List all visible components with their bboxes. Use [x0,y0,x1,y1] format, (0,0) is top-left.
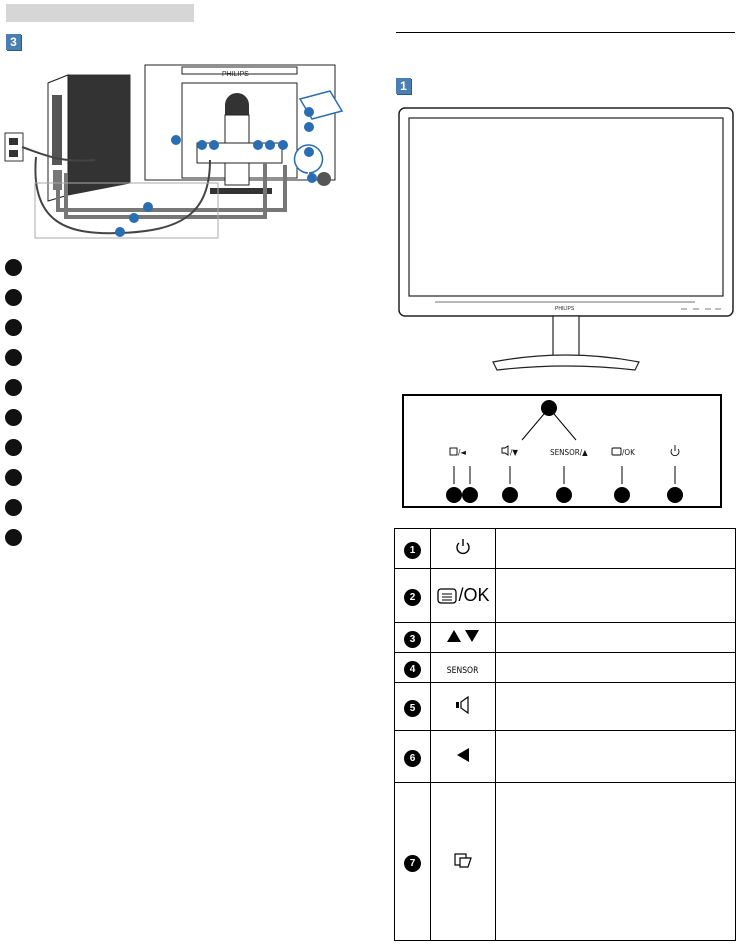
row-number: 1 [404,542,421,559]
legend-bullet [5,499,22,516]
diagram-markers [115,107,317,237]
table-row: 1 [394,528,736,569]
row-number: 6 [404,750,421,767]
up-down-arrows-icon [447,629,479,642]
legend-bullet [5,529,22,546]
table-row: 7 [394,782,736,941]
row-description [495,622,736,653]
row-description [495,652,736,683]
panel-label-input: /◄ [458,448,466,457]
panel-label-sensor: SENSOR/▲ [550,448,588,457]
legend-bullet [5,259,22,276]
row-description [495,730,736,783]
monitor-front-illustration: PHILIPS [398,107,734,371]
smartimage-icon [454,852,472,868]
step-badge-3: 3 [6,34,21,50]
left-arrow-icon [457,747,469,762]
control-panel-lines [446,400,683,503]
legend-bullet [5,289,22,306]
row-number: 5 [404,700,421,717]
section-header-bar [6,4,194,22]
legend-bullet [5,439,22,456]
legend-bullet [5,319,22,336]
menu-icon [437,587,458,604]
speaker-icon [456,695,469,714]
table-row: 2 /OK [394,568,736,623]
legend-bullet [5,469,22,486]
ok-label: /OK [458,585,490,605]
power-icon [456,538,470,554]
row-number: 3 [404,631,421,648]
connection-diagram: PHILIPS [4,64,344,239]
row-number: 2 [404,589,421,606]
table-row: 3 [394,622,736,653]
panel-label-menu: /OK [622,448,635,457]
row-description [495,528,736,569]
legend-bullet [5,349,22,366]
row-description [495,782,736,941]
table-row: 6 [394,730,736,783]
section-rule [396,32,735,33]
button-function-table: 1 2 /OK 3 4 SENSOR 5 6 [394,528,736,941]
control-panel-diagram: /◄ /▼ SENSOR/▲ /OK [402,394,722,508]
row-description [495,682,736,731]
monitor-logo: PHILIPS [555,306,575,312]
row-number: 7 [404,855,421,872]
row-number: 4 [404,661,421,678]
legend-bullet [5,409,22,426]
monitor-back-brand: PHILIPS [222,71,249,78]
panel-label-volume: /▼ [510,448,518,457]
table-row: 5 [394,682,736,731]
table-row: 4 SENSOR [394,652,736,683]
step-badge-1: 1 [396,78,411,94]
legend-bullet [5,379,22,396]
sensor-label: SENSOR [447,666,479,676]
row-description [495,568,736,623]
